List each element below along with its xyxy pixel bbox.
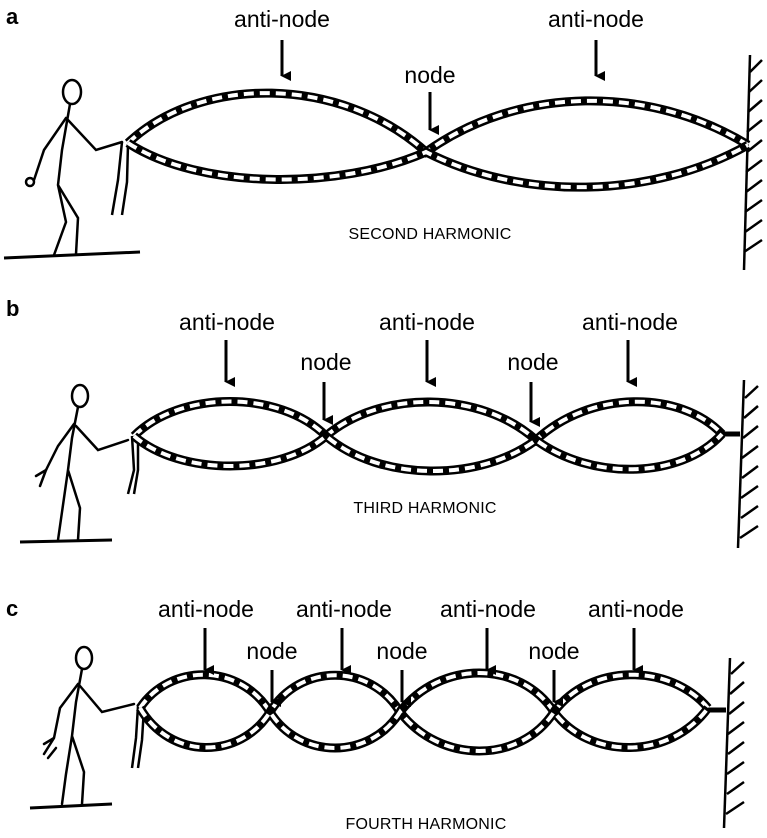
antinode-label: anti-node <box>548 6 644 32</box>
node-label: node <box>404 62 456 88</box>
wall <box>706 657 745 829</box>
panel-letter: c <box>6 596 19 621</box>
third-harmonic-illustration <box>19 340 759 549</box>
rope-wave <box>124 88 751 192</box>
wall <box>720 379 759 549</box>
antinode-label: anti-node <box>588 596 684 622</box>
panel-letter: a <box>6 4 19 29</box>
node-label: node <box>246 638 298 664</box>
harmonic-title: SECOND HARMONIC <box>348 226 512 243</box>
node-label: node <box>507 349 559 375</box>
antinode-label: anti-node <box>296 596 392 622</box>
harmonic-title: FOURTH HARMONIC <box>345 816 507 833</box>
ground-line <box>29 802 113 810</box>
panel-second-harmonic: a anti-node node anti-node SECOND HARMON… <box>0 0 767 278</box>
antinode-label: anti-node <box>158 596 254 622</box>
rope-end <box>126 435 140 495</box>
antinode-label: anti-node <box>379 309 475 335</box>
antinode-label: anti-node <box>234 6 330 32</box>
antinode-label: anti-node <box>582 309 678 335</box>
ground-line <box>19 538 113 544</box>
second-harmonic-illustration <box>3 40 763 271</box>
rope-wave <box>130 397 726 476</box>
antinode-label: anti-node <box>179 309 275 335</box>
fourth-harmonic-illustration <box>29 628 745 829</box>
rope-wave <box>136 668 712 756</box>
panel-third-harmonic: b anti-node node anti-node node anti-nod… <box>0 290 767 560</box>
node-label: node <box>376 638 428 664</box>
node-label: node <box>300 349 352 375</box>
panel-fourth-harmonic: c anti-node node anti-node node anti-nod… <box>0 578 767 838</box>
person-figure <box>34 383 130 542</box>
panel-letter: b <box>6 296 20 321</box>
ground-line <box>3 250 141 260</box>
wall <box>742 54 763 271</box>
antinode-label: anti-node <box>440 596 536 622</box>
node-label: node <box>528 638 580 664</box>
rope-end <box>110 141 130 216</box>
person-figure <box>42 645 136 806</box>
harmonic-title: THIRD HARMONIC <box>353 500 497 517</box>
person-figure <box>24 78 124 257</box>
